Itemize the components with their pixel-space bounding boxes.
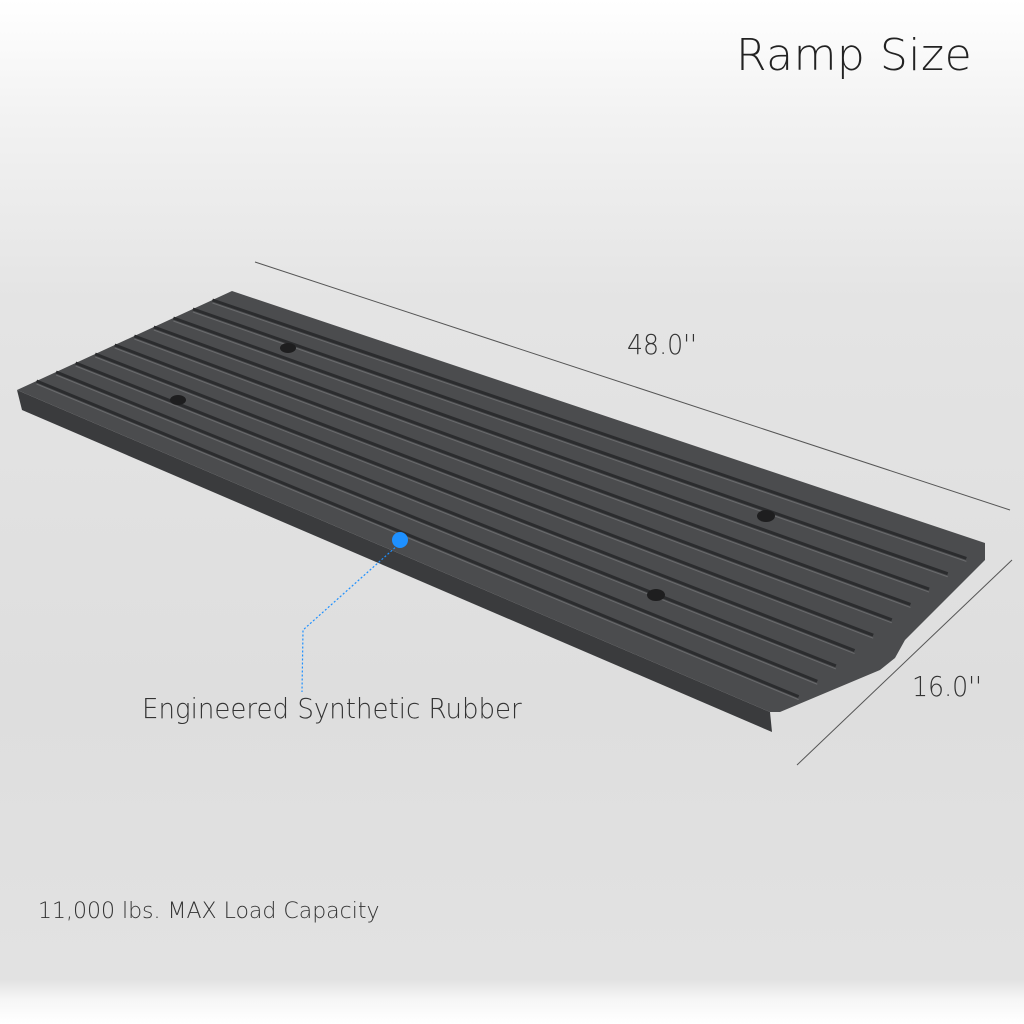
ramp-groove [114,343,874,637]
ramp-groove [75,361,837,668]
ramp-groove [192,307,949,576]
mounting-hole [757,510,775,522]
material-callout-label: Engineered Synthetic Rubber [142,692,522,725]
ramp-groove-highlight [212,302,967,562]
callout-marker-dot [392,532,408,548]
ramp-top-surface [17,291,985,712]
ramp-groove-highlight [173,320,930,593]
mounting-hole [170,395,186,405]
page-title: Ramp Size [736,30,973,81]
ramp-groove [35,379,800,699]
ramp-front-face [17,390,772,732]
ramp-groove [133,334,893,622]
width-dimension-line [796,559,1013,766]
callout-leader-line [301,544,399,693]
load-capacity-label: 11,000 lbs. MAX Load Capacity [38,899,380,924]
ramp-groove-highlight [94,356,855,655]
ramp-groove-highlight [114,347,874,639]
ramp-groove [153,325,911,606]
ramp-groove [211,298,967,560]
mounting-holes [170,343,775,601]
ramp-groove [94,352,856,652]
ramp-groove-highlight [75,365,837,670]
ramp-groove-highlight [153,329,911,608]
width-label: 16.0'' [912,670,982,703]
ramp-groove [55,370,818,683]
mounting-hole [647,589,665,601]
mounting-hole [280,343,296,353]
length-label: 48.0'' [627,328,697,361]
length-dimension-line [254,261,1011,511]
ramp-groove-highlight [55,374,818,685]
ramp-groove-highlight [36,383,799,701]
ramp-groove-highlight [192,311,948,578]
ramp-groove [172,316,930,591]
ramp-grooves [35,298,967,701]
ramp-groove-highlight [134,338,892,624]
